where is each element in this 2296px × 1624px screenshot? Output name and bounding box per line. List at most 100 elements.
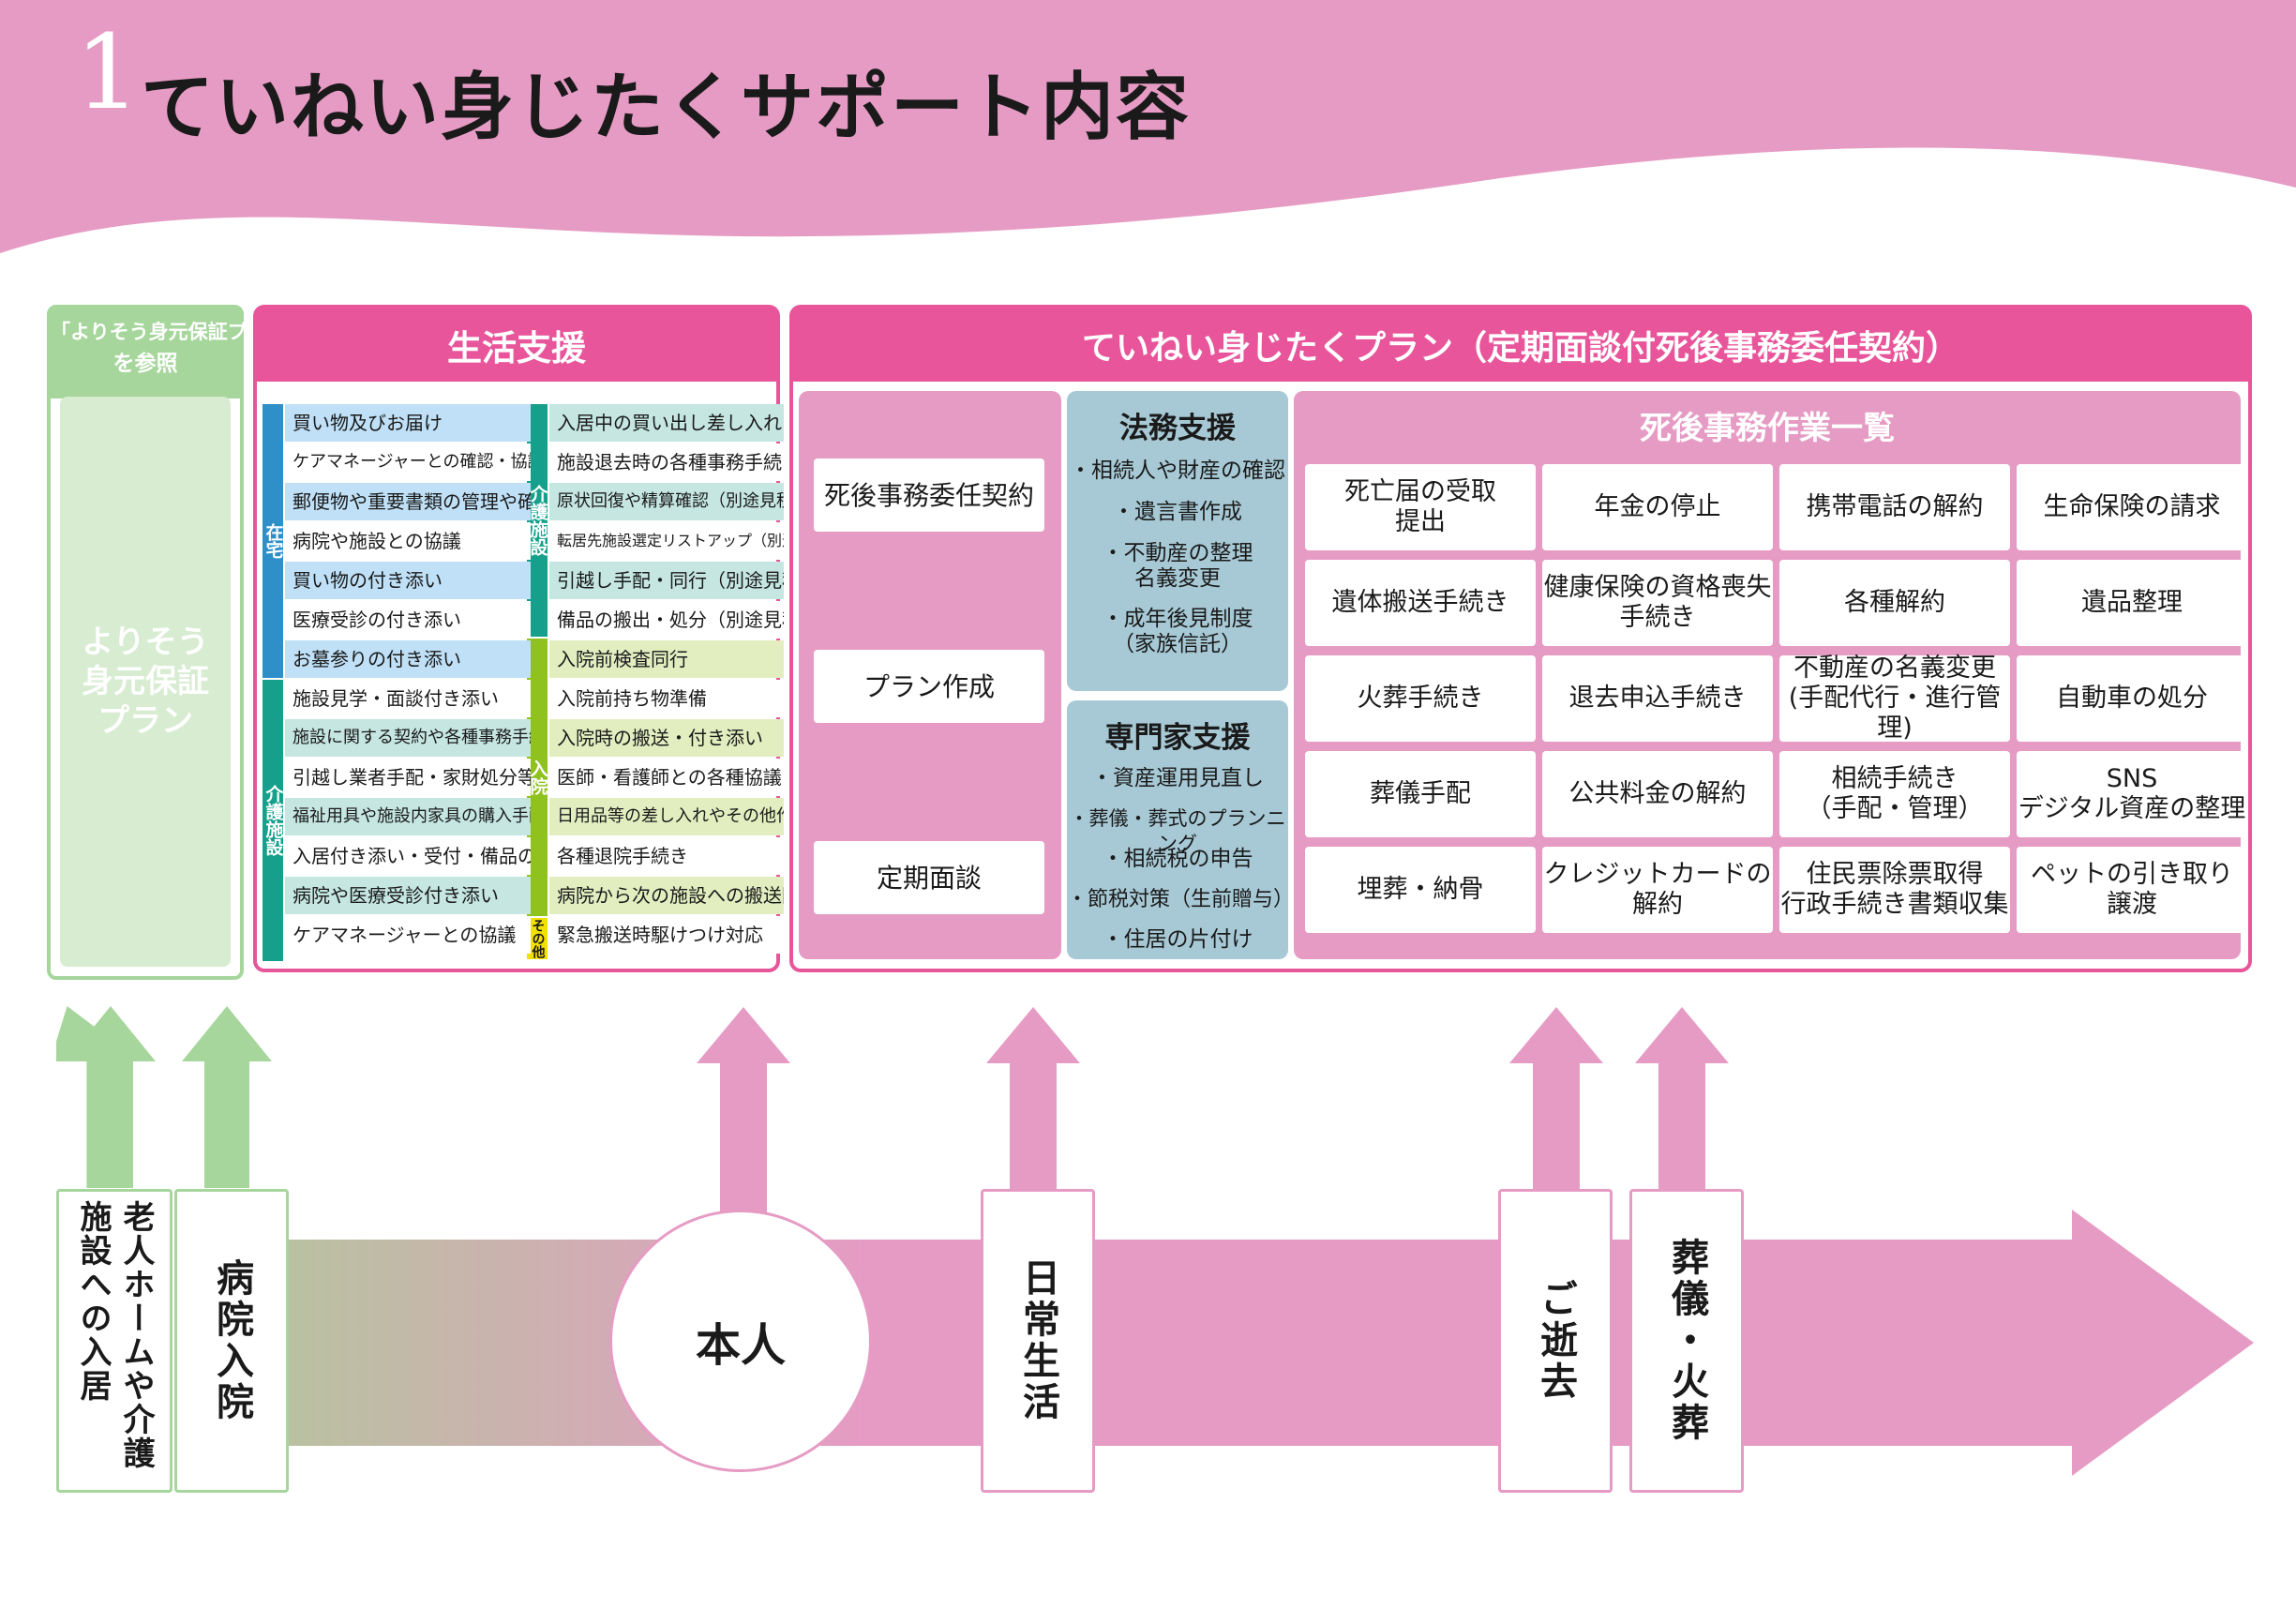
- hospital-label: 病院入院: [210, 1258, 253, 1423]
- category-home: 在宅: [263, 404, 284, 678]
- plan-basic-panel: 死後事務委任契約 プラン作成 定期面談: [799, 391, 1061, 959]
- nursing-home-label: 老人ホームや介護施設への入居: [74, 1200, 155, 1470]
- life-item: 買い物及びお届け: [285, 404, 531, 442]
- life-item: 医療受診の付き添い: [285, 601, 531, 639]
- life-item: ケアマネージャーとの協議: [285, 916, 531, 954]
- life-item: 原状回復や精算確認（別途見積）: [549, 483, 784, 520]
- after-death-task: SNS デジタル資産の整理: [2017, 751, 2247, 837]
- expert-support-panel: 専門家支援 ・資産運用見直し ・葬儀・葬式のプランニング ・相続税の申告 ・節税…: [1067, 700, 1295, 959]
- expert-item: ・葬儀・葬式のプランニング: [1069, 807, 1286, 855]
- after-death-task: 死亡届の受取 提出: [1305, 464, 1536, 550]
- after-death-task: 携帯電話の解約: [1779, 464, 2010, 550]
- page-title: ていねい身じたくサポート内容: [141, 65, 1192, 150]
- expert-support-title: 専門家支援: [1104, 721, 1251, 755]
- life-item: 施設に関する契約や各種事務手続き: [285, 719, 531, 757]
- daily-life-label: 日常生活: [1016, 1258, 1059, 1423]
- life-item: お墓参りの付き添い: [285, 640, 531, 678]
- teinei-plan-section: ていねい身じたくプラン（定期面談付死後事務委任契約） 死後事務委任契約 プラン作…: [789, 305, 2252, 972]
- life-item: 病院から次の施設への搬送同行: [549, 877, 784, 914]
- category-care-facility-left: 介護施設: [263, 680, 284, 961]
- after-death-task: 健康保険の資格喪失 手続き: [1542, 560, 1773, 646]
- after-death-task: 遺品整理: [2017, 560, 2247, 646]
- after-death-task: 葬儀手配: [1305, 751, 1536, 837]
- self-node: 本人: [609, 1210, 872, 1472]
- after-death-task: 埋葬・納骨: [1305, 847, 1536, 933]
- expert-item: ・相続税の申告: [1102, 847, 1253, 871]
- after-death-task: 火葬手続き: [1305, 655, 1536, 742]
- category-hospital: 入院: [527, 639, 548, 916]
- life-item: 病院や施設との協議: [285, 522, 531, 560]
- death-stage: ご逝去: [1498, 1189, 1613, 1493]
- life-item: 買い物の付き添い: [285, 562, 531, 599]
- life-item: 入居付き添い・受付・備品の搬入: [285, 837, 531, 875]
- funeral-label: 葬儀・火葬: [1665, 1238, 1708, 1444]
- yorisou-label-line: よりそう: [82, 624, 209, 661]
- life-item: 施設退去時の各種事務手続き: [549, 444, 784, 481]
- life-item: 備品の搬出・処分（別途見積）: [549, 601, 784, 639]
- funeral-stage: 葬儀・火葬: [1629, 1189, 1744, 1493]
- yorisou-label-line: 身元保証: [82, 663, 209, 700]
- plan-creation-box: プラン作成: [814, 650, 1044, 723]
- legal-item: ・成年後見制度: [1102, 607, 1253, 631]
- timeline-arrow-mask: [0, 994, 56, 1181]
- life-item: 転居先施設選定リストアップ（別途見積）: [549, 522, 784, 560]
- life-item: 入居中の買い出し差し入れ: [549, 404, 784, 442]
- after-death-contract-box: 死後事務委任契約: [814, 459, 1044, 532]
- after-death-task: 生命保険の請求: [2017, 464, 2247, 550]
- category-care-facility-label: 介護施設: [263, 785, 284, 856]
- legal-support-title: 法務支援: [1119, 412, 1236, 445]
- after-death-task: クレジットカードの 解約: [1542, 847, 1773, 933]
- life-item: 日用品等の差し入れやその他作業: [549, 798, 784, 835]
- after-death-task: 退去申込手続き: [1542, 655, 1773, 742]
- legal-item: （家族信託）: [1113, 632, 1242, 656]
- legal-item: ・不動産の整理: [1102, 541, 1253, 565]
- after-death-task: ペットの引き取り 譲渡: [2017, 847, 2247, 933]
- yorisou-reference-line-1: 「よりそう身元保証プラン」: [51, 321, 307, 343]
- legal-item: ・遺言書作成: [1113, 500, 1242, 524]
- after-death-tasks-panel: 死後事務作業一覧 死亡届の受取 提出年金の停止携帯電話の解約生命保険の請求遺体搬…: [1294, 391, 2247, 959]
- after-death-task: 各種解約: [1779, 560, 2010, 646]
- life-item: 病院や医療受診付き添い: [285, 877, 531, 914]
- category-care-facility-label: 介護施設: [527, 485, 548, 556]
- category-other-label: その他: [530, 919, 546, 958]
- yorisou-plan-label: よりそう 身元保証 プラン: [60, 397, 231, 967]
- life-item: ケアマネージャーとの確認・協議・連携: [285, 444, 531, 481]
- hospital-stage: 病院入院: [174, 1189, 289, 1493]
- category-hospital-label: 入院: [527, 759, 548, 795]
- after-death-task: 遺体搬送手続き: [1305, 560, 1536, 646]
- after-death-task: 公共料金の解約: [1542, 751, 1773, 837]
- after-death-task: 不動産の名義変更 (手配代行・進行管理): [1779, 654, 2010, 743]
- regular-interview-box: 定期面談: [814, 841, 1044, 914]
- life-item: 入院時の搬送・付き添い: [549, 719, 784, 757]
- life-item: 郵便物や重要書類の管理や確認: [285, 483, 531, 520]
- life-item: 入院前持ち物準備: [549, 680, 784, 717]
- section-number: 1: [75, 12, 141, 132]
- life-item: 福祉用具や施設内家具の購入手配: [285, 798, 531, 835]
- yorisou-plan-reference: 「よりそう身元保証プラン」 を参照 よりそう 身元保証 プラン: [47, 305, 307, 980]
- yorisou-reference-header: 「よりそう身元保証プラン」 を参照: [51, 308, 307, 398]
- after-death-task: 自動車の処分: [2017, 655, 2247, 742]
- legal-support-panel: 法務支援 ・相続人や財産の確認 ・遺言書作成 ・不動産の整理 名義変更 ・成年後…: [1067, 391, 1288, 691]
- expert-item: ・資産運用見直し: [1091, 766, 1264, 790]
- daily-life-stage: 日常生活: [981, 1189, 1095, 1493]
- life-item: 医師・看護師との各種協議: [549, 759, 784, 796]
- life-item: 施設見学・面談付き添い: [285, 680, 531, 717]
- expert-item: ・節税対策（生前贈与）: [1067, 888, 1295, 911]
- life-item: 引越し業者手配・家財処分等: [285, 759, 531, 796]
- life-item: 入院前検査同行: [549, 640, 784, 678]
- after-death-task: 相続手続き （手配・管理）: [1779, 751, 2010, 837]
- category-home-label: 在宅: [263, 523, 284, 559]
- expert-item: ・住居の片付け: [1102, 927, 1253, 952]
- life-support-section: 生活支援 在宅 介護施設 介護施設 入院 その他 買い物及びお届け ケアマネージ…: [253, 305, 784, 972]
- nursing-home-stage: 老人ホームや介護施設への入居: [56, 1189, 173, 1493]
- legal-item: ・相続人や財産の確認: [1070, 459, 1285, 483]
- life-item: 緊急搬送時駆けつけ対応: [549, 916, 784, 954]
- life-item: 引越し手配・同行（別途見積）: [549, 562, 784, 599]
- yorisou-reference-line-2: を参照: [113, 352, 178, 376]
- death-label: ご逝去: [1534, 1279, 1577, 1403]
- legal-item: 名義変更: [1134, 566, 1221, 591]
- after-death-tasks-title: 死後事務作業一覧: [1640, 410, 1895, 447]
- category-care-facility-right: 介護施設: [527, 404, 548, 637]
- plan-title: ていねい身じたくプラン（定期面談付死後事務委任契約）: [793, 308, 2248, 382]
- life-support-title: 生活支援: [257, 308, 776, 382]
